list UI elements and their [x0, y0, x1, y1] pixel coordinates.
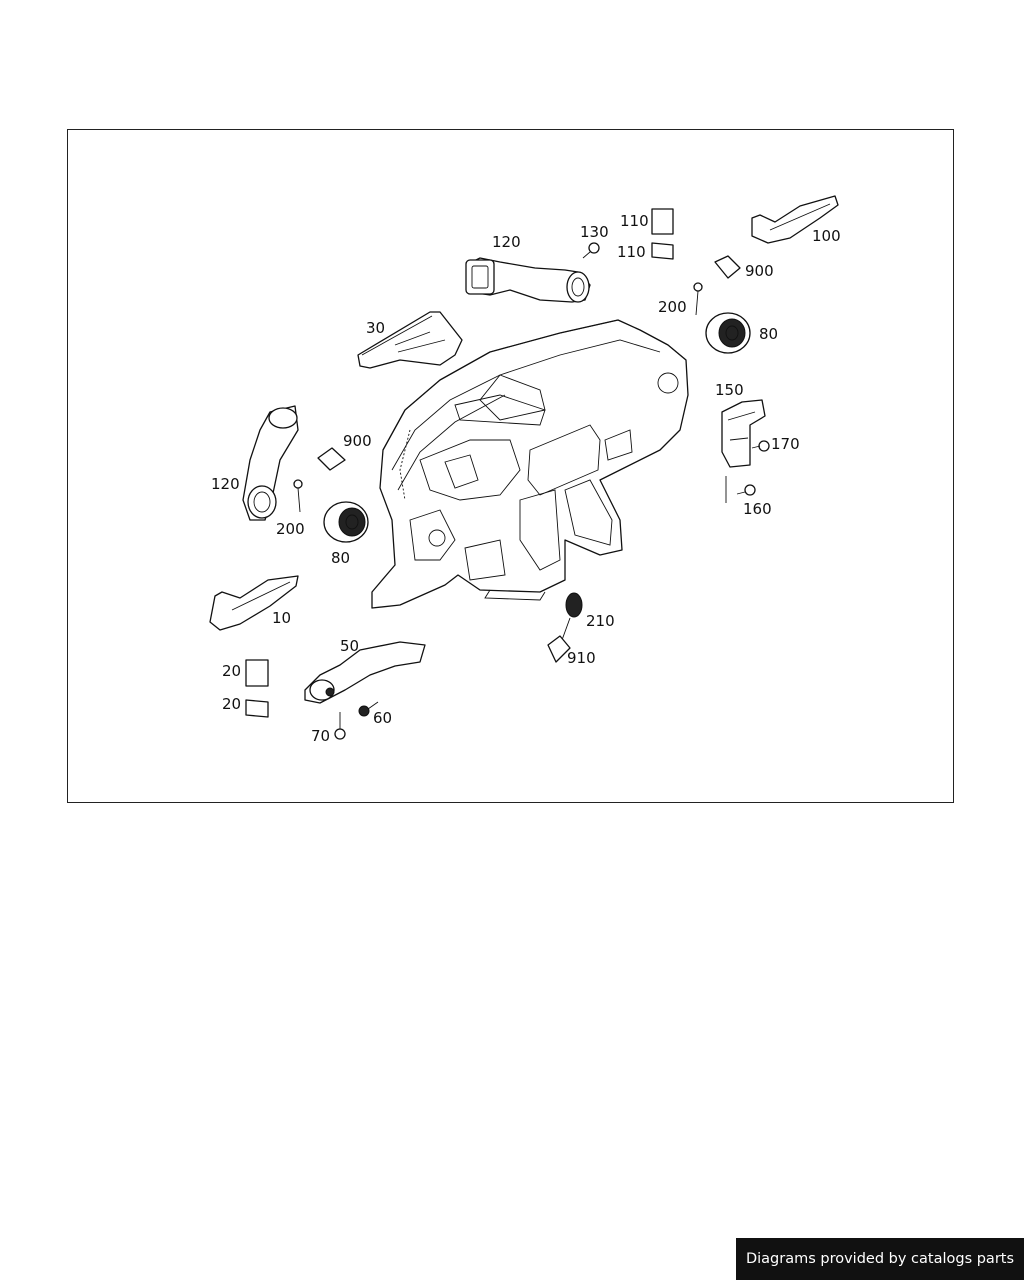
callout-20-upper: 20 [222, 662, 241, 680]
part-200-pin-right [693, 282, 703, 316]
callout-900-right: 900 [745, 262, 774, 280]
callout-200-left: 200 [276, 520, 305, 538]
part-910-clip [547, 635, 571, 663]
part-30-cover [357, 311, 463, 369]
part-130-screw [582, 242, 600, 259]
diagram-frame [67, 129, 954, 803]
part-900-clip-left [317, 447, 346, 471]
callout-120-left: 120 [211, 475, 240, 493]
callout-210: 210 [586, 612, 615, 630]
callout-10: 10 [272, 609, 291, 627]
part-50-duct [304, 641, 426, 704]
callout-120-top: 120 [492, 233, 521, 251]
part-210-grommet [561, 592, 583, 641]
part-900-clip-right [714, 255, 741, 279]
callout-labels: 110 110 130 120 100 900 200 80 30 150 17… [211, 212, 841, 745]
callout-60: 60 [373, 709, 392, 727]
part-200-pin-left [293, 479, 303, 513]
callout-80-right: 80 [759, 325, 778, 343]
credit-banner: Diagrams provided by catalogs parts [736, 1238, 1024, 1280]
part-110-plates [651, 208, 674, 260]
callout-30: 30 [366, 319, 385, 337]
part-10-duct [209, 575, 299, 631]
callout-100: 100 [812, 227, 841, 245]
part-120-top-duct [465, 257, 591, 303]
callout-80-left: 80 [331, 549, 350, 567]
part-20-plates [245, 659, 269, 718]
dashboard-assembly [371, 319, 689, 609]
part-80-vent-right [705, 312, 751, 354]
credit-text: Diagrams provided by catalogs parts [745, 1251, 1015, 1267]
callout-20-lower: 20 [222, 695, 241, 713]
callout-910: 910 [567, 649, 596, 667]
part-170-screw [751, 440, 770, 452]
callout-150: 150 [715, 381, 744, 399]
part-160-bolt [736, 484, 756, 496]
part-80-vent-left [323, 501, 369, 543]
callout-70: 70 [311, 727, 330, 745]
part-120-left-duct [242, 405, 299, 521]
part-150-bracket [721, 399, 766, 503]
callout-110-lower: 110 [617, 243, 646, 261]
callout-50: 50 [340, 637, 359, 655]
part-60-screw [358, 701, 379, 717]
callout-130: 130 [580, 223, 609, 241]
callout-200-right: 200 [658, 298, 687, 316]
part-100-duct [751, 195, 839, 244]
callout-170: 170 [771, 435, 800, 453]
callout-110-upper: 110 [620, 212, 649, 230]
part-70-screw [334, 712, 346, 740]
callout-160: 160 [743, 500, 772, 518]
callout-900-left: 900 [343, 432, 372, 450]
